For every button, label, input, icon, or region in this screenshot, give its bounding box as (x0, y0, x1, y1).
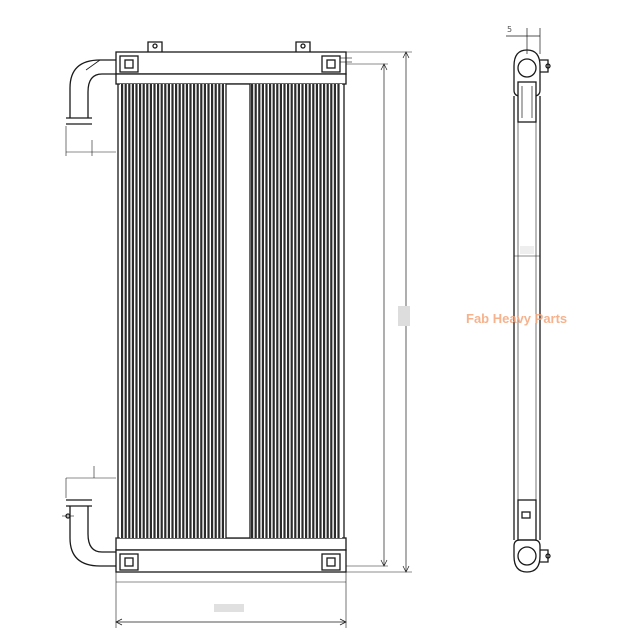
outlet-pipe (69, 506, 116, 567)
side-top-tank (513, 49, 541, 97)
fin-tube (261, 84, 264, 538)
fin-tube (193, 84, 196, 538)
fin-tube (297, 84, 300, 538)
fin-tube (221, 84, 224, 538)
side-bottom-tank (513, 539, 541, 573)
corner-bracket-bl (119, 553, 139, 571)
fin-tube (196, 84, 199, 538)
fin-tube (175, 84, 178, 538)
fin-tube (308, 84, 311, 538)
fin-tube (167, 84, 170, 538)
fin-tube (312, 84, 315, 538)
side-top-offset-label: 5 (507, 25, 513, 34)
fin-tube (258, 84, 261, 538)
fin-tube (146, 84, 149, 538)
fin-tube (290, 84, 293, 538)
fin-tube (214, 84, 217, 538)
fin-tube (128, 84, 131, 538)
fin-tube (323, 84, 326, 538)
fin-tube (203, 84, 206, 538)
fin-tube (157, 84, 160, 538)
fin-tube (200, 84, 203, 538)
fin-tube (182, 84, 185, 538)
fin-tube (178, 84, 181, 538)
fin-tube (164, 84, 167, 538)
fin-core-left (120, 84, 226, 538)
fin-tube (265, 84, 268, 538)
fin-tube (207, 84, 210, 538)
fin-tube (153, 84, 156, 538)
fin-tube (135, 84, 138, 538)
fin-tube (185, 84, 188, 538)
fin-tube (254, 84, 257, 538)
bottom-tank (115, 537, 347, 551)
mount-tab-top-left (147, 41, 163, 52)
fin-tube (305, 84, 308, 538)
fin-tube (326, 84, 329, 538)
fin-tube (330, 84, 333, 538)
side-view (506, 28, 551, 573)
fin-tube (301, 84, 304, 538)
fin-tube (251, 84, 254, 538)
fin-tube (160, 84, 163, 538)
front-view (62, 41, 412, 628)
corner-bracket-br (321, 553, 341, 571)
top-tank (115, 51, 347, 75)
corner-bracket-tr (321, 55, 341, 73)
watermark-text: Fab Heavy Parts (466, 311, 568, 326)
fin-tube (333, 84, 336, 538)
fin-tube (337, 84, 340, 538)
fin-tube (279, 84, 282, 538)
fin-tube (211, 84, 214, 538)
fin-tube (315, 84, 318, 538)
center-divider (225, 83, 251, 539)
fin-tube (149, 84, 152, 538)
fin-tube (276, 84, 279, 538)
fin-tube (287, 84, 290, 538)
fin-tube (139, 84, 142, 538)
fin-tube (124, 84, 127, 538)
fin-tube (319, 84, 322, 538)
corner-bracket-tl (119, 55, 139, 73)
fin-tube (294, 84, 297, 538)
fin-tube (283, 84, 286, 538)
inlet-pipe (69, 59, 116, 118)
fin-tube (272, 84, 275, 538)
fin-tube (171, 84, 174, 538)
fin-tube (218, 84, 221, 538)
fin-tube (142, 84, 145, 538)
fin-tube (189, 84, 192, 538)
fin-core-right (250, 84, 342, 538)
fin-tube (269, 84, 272, 538)
fin-tube (131, 84, 134, 538)
mount-tab-top-right (295, 41, 311, 52)
fin-tube (121, 84, 124, 538)
